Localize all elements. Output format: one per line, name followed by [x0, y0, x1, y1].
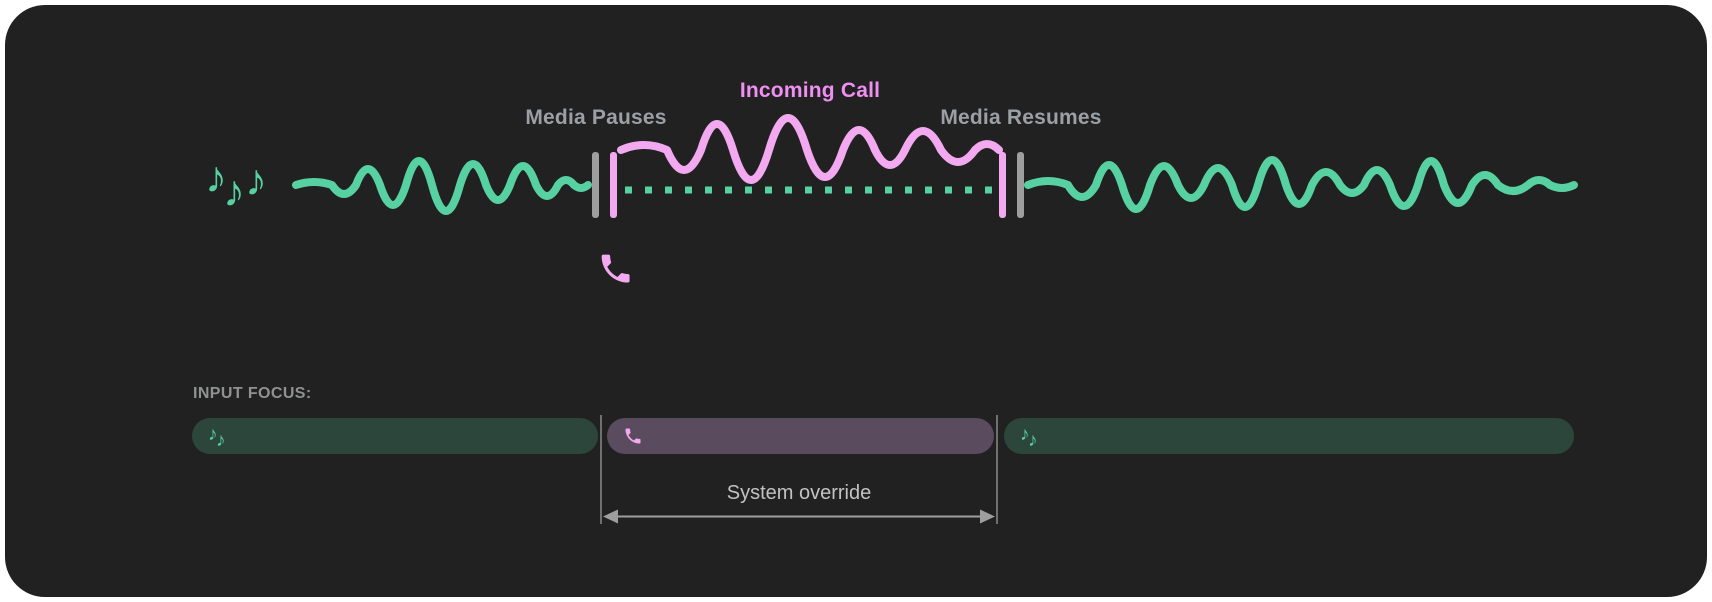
media-resumes-label: Media Resumes [940, 106, 1102, 129]
panel [5, 5, 1707, 597]
focus-segment-media-before: ♪♪ [192, 418, 598, 454]
focus-segment-media-after: ♪♪ [1004, 418, 1574, 454]
focus-segment-call-override [607, 418, 994, 454]
music-notes-icon: ♪♪ [208, 424, 226, 451]
incoming-call-label: Incoming Call [739, 79, 881, 102]
system-override-annotation: System override [726, 482, 872, 504]
phone-icon [625, 428, 641, 444]
music-notes-icon: ♪♪ [1020, 424, 1038, 451]
media-pauses-label: Media Pauses [525, 106, 667, 129]
music-notes-icon: ♪ ♪ ♪ [205, 153, 267, 216]
input-focus-label: INPUT FOCUS: [193, 385, 312, 402]
